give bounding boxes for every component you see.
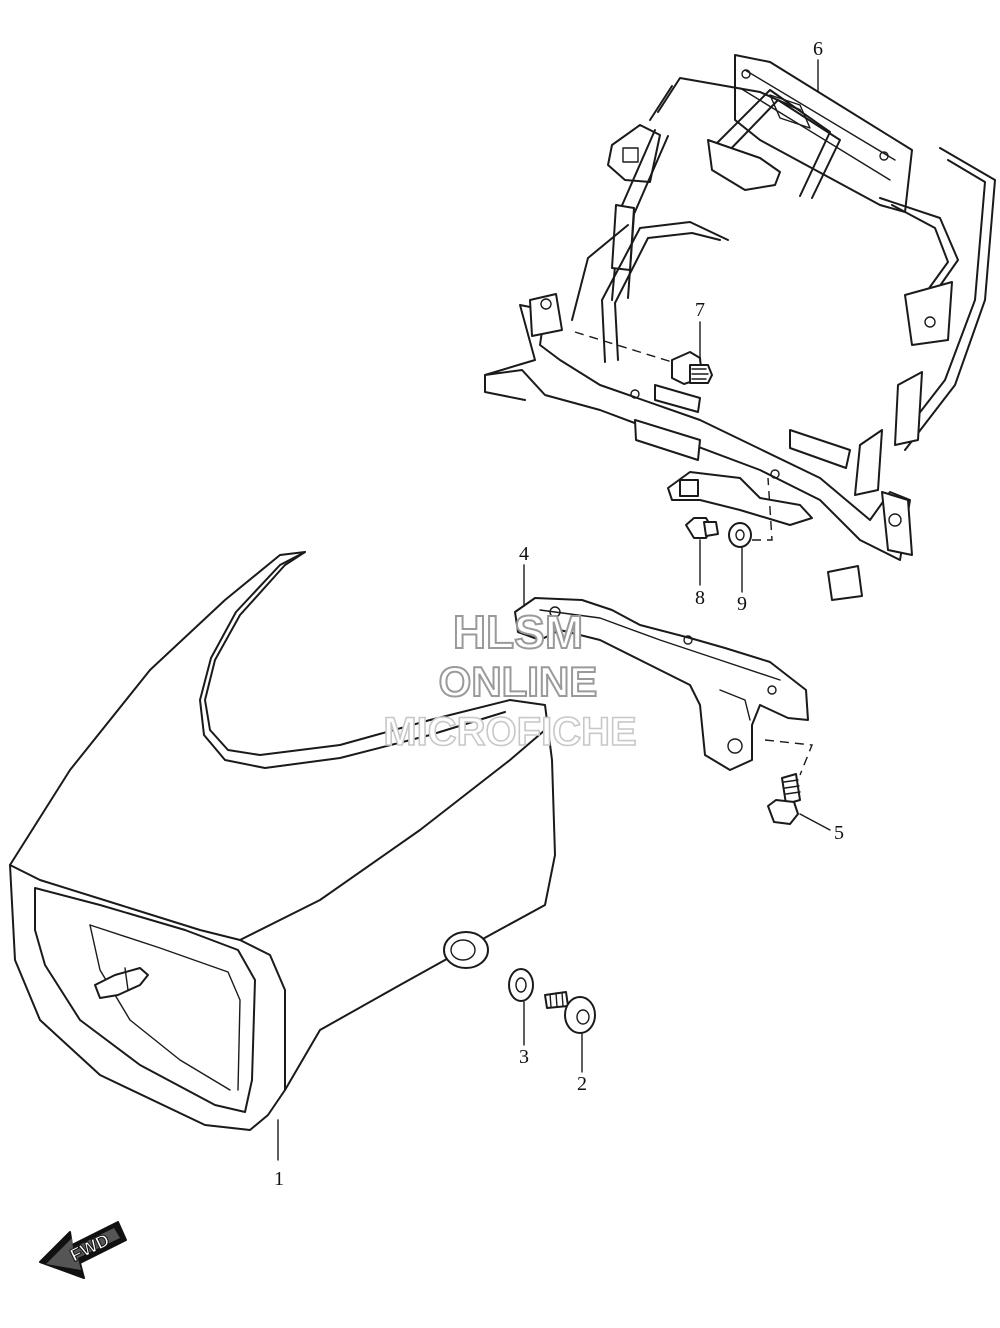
callout-9: 9 <box>737 593 747 615</box>
watermark: HLSM ONLINE MICROFICHE <box>383 605 638 755</box>
bolt-5 <box>767 773 801 825</box>
callout-3: 3 <box>519 1046 529 1068</box>
headlight-bracket-frame <box>484 54 996 601</box>
callout-2: 2 <box>577 1073 587 1095</box>
leader-dash-9 <box>752 477 773 541</box>
watermark-line-3: MICROFICHE <box>383 710 636 754</box>
callout-4: 4 <box>519 543 529 565</box>
bolt-8 <box>685 517 719 539</box>
callout-5: 5 <box>834 822 844 844</box>
leader-dash-5 <box>764 739 813 776</box>
forward-arrow-icon: FWD <box>39 1221 127 1279</box>
watermark-line-2: ONLINE <box>439 658 598 705</box>
headlight-cowl-1 <box>9 551 556 1131</box>
callout-7: 7 <box>695 299 705 321</box>
callout-leaders <box>277 59 831 1161</box>
callout-6: 6 <box>813 38 823 60</box>
washer-9 <box>728 522 752 548</box>
callout-numbers: 1 2 3 4 5 6 7 8 9 <box>274 38 844 1190</box>
bolt-2 <box>544 991 596 1034</box>
stud-bolt-7 <box>671 351 713 385</box>
callout-8: 8 <box>695 587 705 609</box>
callout-1: 1 <box>274 1168 284 1190</box>
leader-dash-7 <box>574 331 673 363</box>
watermark-line-1: HLSM <box>453 606 583 658</box>
headlight-stay-4 <box>514 597 809 771</box>
washer-3 <box>508 968 534 1002</box>
